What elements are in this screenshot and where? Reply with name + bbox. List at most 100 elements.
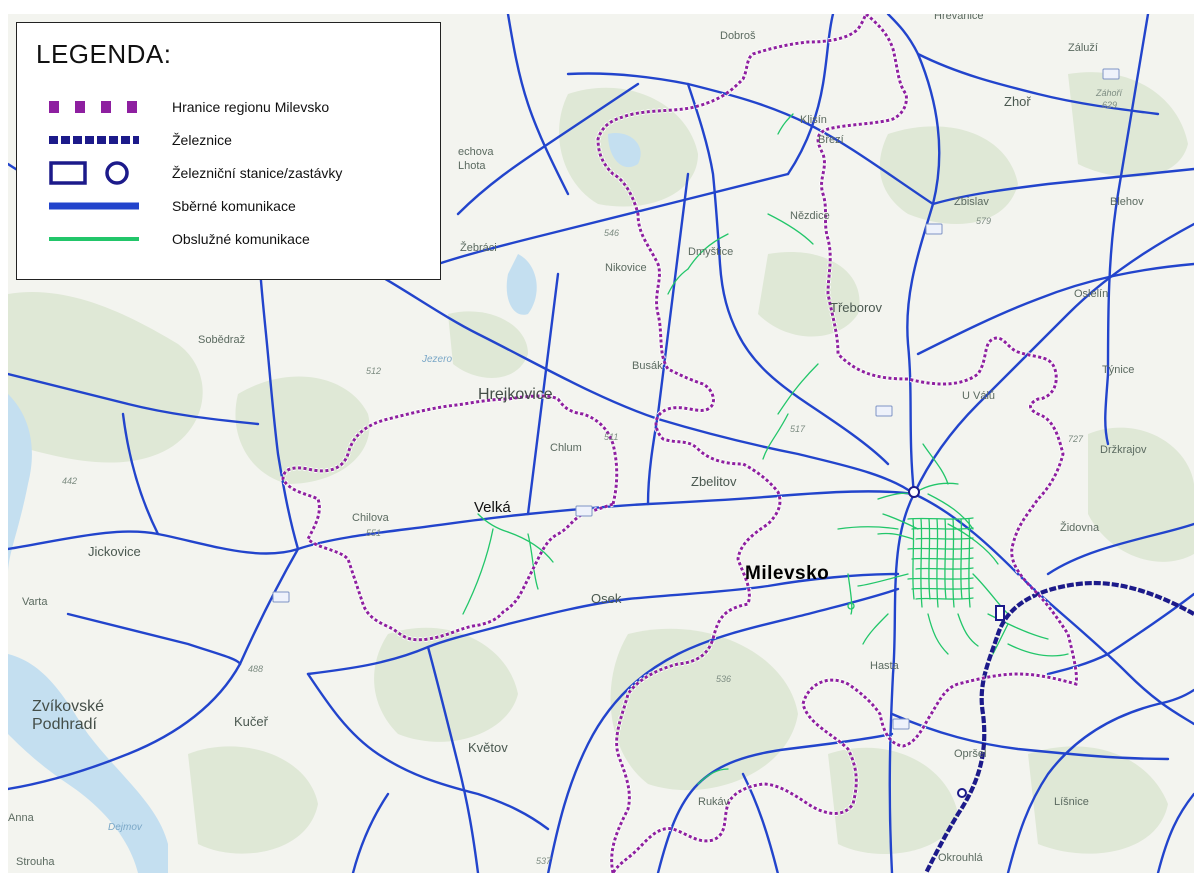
service-road bbox=[777, 363, 819, 415]
label-brezi: Březí bbox=[818, 134, 844, 146]
service-road bbox=[972, 573, 1009, 615]
service-road bbox=[527, 533, 539, 590]
service-road bbox=[968, 518, 971, 608]
water-bodies bbox=[8, 133, 641, 873]
service-point bbox=[847, 602, 855, 610]
collector-road bbox=[1046, 592, 1194, 676]
label-tynice: Týnice bbox=[1102, 364, 1135, 376]
forest-area bbox=[374, 627, 518, 742]
label-rukav: Rukáv bbox=[698, 796, 730, 808]
service-road bbox=[907, 577, 974, 580]
legend-title: LEGENDA: bbox=[36, 39, 172, 69]
label-drzkrajov: Držkrajov bbox=[1100, 444, 1147, 456]
boundary-symbol-icon bbox=[49, 101, 137, 113]
legend-label-boundary: Hranice regionu Milevsko bbox=[172, 99, 330, 115]
label-kvetov: Květov bbox=[468, 740, 508, 755]
service-road bbox=[767, 213, 814, 245]
elev-442: 442 bbox=[62, 476, 78, 486]
elev-629: 629 bbox=[1102, 100, 1118, 110]
label-sobedraz: Sobědraž bbox=[198, 334, 246, 346]
label-hasta: Hasta bbox=[870, 660, 899, 672]
label-zebraci: Žebráci bbox=[460, 242, 497, 254]
water-area bbox=[506, 254, 537, 315]
label-hrevanice: Hrevanice bbox=[934, 14, 984, 22]
road-shield-icon bbox=[925, 223, 943, 235]
collector-road bbox=[890, 712, 1170, 761]
collector-road bbox=[351, 792, 390, 873]
collector-road bbox=[8, 372, 260, 426]
label-varta: Varta bbox=[22, 596, 48, 608]
elev-511: 511 bbox=[604, 432, 619, 442]
collector-road bbox=[8, 547, 300, 791]
service-road bbox=[957, 613, 979, 647]
collector-road bbox=[646, 172, 690, 506]
label-zvikovske-1: Zvíkovské bbox=[32, 698, 105, 715]
label-treborov: Třeborov bbox=[830, 300, 883, 315]
service-road bbox=[837, 526, 899, 530]
collector-road bbox=[686, 82, 890, 466]
collector-roads bbox=[8, 14, 1194, 873]
service-road bbox=[507, 531, 554, 563]
railway-stations bbox=[908, 486, 1005, 798]
collector-road bbox=[306, 672, 550, 831]
collector-road bbox=[786, 14, 835, 176]
service-road-symbol-icon bbox=[49, 237, 139, 241]
label-oslelin: Oslelín bbox=[1074, 288, 1109, 300]
map-view[interactable]: Milevsko Velká Hrejkovice Zbelitov Osek … bbox=[8, 14, 1194, 873]
label-zbislav: Zbislav bbox=[954, 196, 989, 208]
label-zvikovske-2: Podhradí bbox=[32, 716, 97, 733]
collector-road bbox=[256, 232, 300, 551]
collector-road bbox=[506, 14, 570, 196]
elev-517: 517 bbox=[790, 424, 806, 434]
elev-579: 579 bbox=[976, 216, 992, 226]
label-nikovice: Nikovice bbox=[605, 262, 647, 274]
forest-area bbox=[235, 376, 370, 484]
service-road bbox=[847, 573, 853, 615]
service-road bbox=[915, 567, 974, 570]
legend-item-boundary: Hranice regionu Milevsko bbox=[17, 91, 437, 123]
label-chlum: Chlum bbox=[550, 442, 582, 454]
label-osek: Osek bbox=[591, 591, 622, 606]
railway-track bbox=[924, 580, 1194, 873]
service-road bbox=[687, 233, 729, 270]
service-road bbox=[944, 518, 947, 600]
label-jezero: Jezero bbox=[422, 354, 453, 365]
forest-area bbox=[1028, 746, 1168, 854]
service-road bbox=[462, 528, 494, 615]
legend-label-service: Obslužné komunikace bbox=[172, 231, 310, 247]
collector-road bbox=[8, 490, 916, 555]
water-area bbox=[608, 133, 641, 168]
map-canvas[interactable] bbox=[8, 14, 1194, 873]
collector-road bbox=[566, 72, 935, 206]
elev-551: 551 bbox=[366, 528, 382, 538]
road-shield-icon bbox=[892, 718, 910, 730]
region-boundary-line bbox=[596, 14, 1078, 873]
collector-road bbox=[121, 412, 160, 536]
water-area bbox=[8, 394, 32, 574]
collector-road bbox=[656, 732, 894, 873]
label-zaluzi: Záluží bbox=[1068, 42, 1098, 54]
station-building bbox=[995, 605, 1005, 621]
forest-area bbox=[1088, 427, 1194, 562]
service-road bbox=[911, 557, 974, 560]
map-legend: LEGENDA: Hranice regionu Milevsko Železn… bbox=[16, 22, 441, 280]
label-zidovna: Židovna bbox=[1060, 522, 1100, 534]
collector-road bbox=[916, 262, 1194, 356]
label-u-vaclu: U Válů bbox=[962, 390, 996, 402]
label-nezdice: Nězdice bbox=[790, 210, 830, 222]
service-road bbox=[960, 518, 963, 600]
collector-road bbox=[741, 772, 779, 873]
service-road bbox=[882, 513, 919, 530]
railway-line bbox=[924, 580, 1194, 873]
collector-road bbox=[888, 492, 916, 873]
service-road bbox=[920, 518, 923, 608]
water-area bbox=[8, 654, 168, 873]
road-shield-icon bbox=[1102, 68, 1120, 80]
service-road bbox=[697, 768, 729, 785]
label-okrouhla: Okrouhlá bbox=[938, 852, 983, 864]
collector-road bbox=[546, 587, 900, 873]
collector-road bbox=[916, 52, 1160, 116]
collector-road bbox=[1006, 688, 1194, 873]
elev-536: 536 bbox=[716, 674, 732, 684]
service-road bbox=[927, 613, 949, 655]
